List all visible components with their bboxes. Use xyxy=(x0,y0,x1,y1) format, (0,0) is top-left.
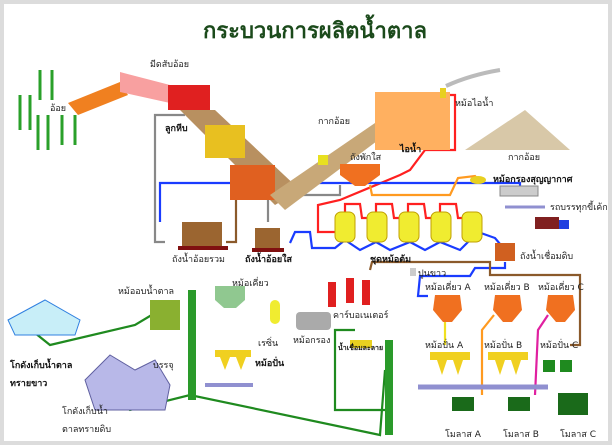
label-refined-pan: หม้อเคี่ยว xyxy=(232,276,269,289)
label-centrifuge-a: หม้อปั่น A xyxy=(425,338,464,351)
label-pan-b: หม้อเคี่ยว B xyxy=(484,280,530,293)
brown-syrup-pipe xyxy=(368,260,582,347)
label-resin: เรซิ่น xyxy=(258,336,278,349)
raw-syrup-tank-icon xyxy=(495,243,515,261)
label-white-warehouse-1: โกดังเก็บน้ำตาล xyxy=(9,358,72,371)
white-sugar-warehouse-icon xyxy=(7,299,81,336)
syrup-pipe xyxy=(416,262,507,298)
bagasse-pile-icon xyxy=(465,110,570,150)
vacuum-pan-icons xyxy=(433,295,575,322)
steam-pipe xyxy=(316,93,457,234)
label-steam: ไอน้ำ xyxy=(399,142,421,155)
molasses-pipe-c xyxy=(533,314,549,396)
label-bagasse-pile: กากอ้อย xyxy=(508,152,540,163)
label-white-warehouse-2: ทรายขาว xyxy=(10,379,47,389)
page-title: กระบวนการผลิตน้ำตาล xyxy=(203,14,427,44)
molasses-pipe-b xyxy=(480,314,495,395)
lime-tank xyxy=(410,268,416,276)
label-bagasse-conveyor: กากอ้อย xyxy=(318,116,350,127)
filter-pipe xyxy=(368,174,481,197)
boiler-icon xyxy=(375,92,450,150)
vacuum-filter-icon xyxy=(499,185,539,197)
label-cane: อ้อย xyxy=(50,103,66,114)
centrifuge-icons xyxy=(430,352,528,375)
label-filter: หม้อกรอง xyxy=(293,335,330,346)
dryer-icon xyxy=(150,300,180,330)
carbonator-icon xyxy=(328,278,370,307)
evaporator-set-icon xyxy=(334,211,483,243)
smoke xyxy=(445,68,501,88)
centrifuge-c-icon xyxy=(543,360,572,372)
label-raw-warehouse-2: ตาลทรายดิบ xyxy=(62,424,111,435)
label-carbonator: คาร์บอเนเตอร์ xyxy=(333,309,389,321)
label-filter-cake-truck: รถบรรทุกขี้เค้ก xyxy=(550,200,608,213)
label-molasses-c: โมลาส C xyxy=(560,429,596,440)
label-vacuum-filter: หม้อกรองสุญญากาศ xyxy=(493,174,573,185)
clear-juice-tank-icon xyxy=(255,228,280,248)
refined-pan-icon xyxy=(215,286,245,308)
filter-icon xyxy=(296,312,331,330)
elevator-2-icon xyxy=(385,340,393,435)
shredder-box xyxy=(120,72,170,103)
molasses-tank-icons xyxy=(452,393,588,415)
labels: มีดสับอ้อย อ้อย ลูกหีบ กากอ้อย หม้อไอน้ำ… xyxy=(9,59,608,440)
bagasse-conveyor xyxy=(270,123,385,210)
lime-doser xyxy=(318,155,328,165)
chimney xyxy=(440,88,446,98)
sugarcane-icon xyxy=(18,70,77,150)
label-packing: บรรจุ xyxy=(153,361,174,371)
label-pan-a: หม้อเคี่ยว A xyxy=(425,280,472,293)
label-clear-juice-tank: ถังน้ำอ้อยใส xyxy=(245,252,293,265)
mill-rollers-icon xyxy=(180,110,300,205)
truck-icon xyxy=(535,217,569,229)
label-lime: ปูนขาว xyxy=(418,269,446,279)
melt-syrup-tank-icon xyxy=(350,340,372,348)
mill-return-pipe xyxy=(153,113,185,244)
green-sugar-pipe-3 xyxy=(333,328,385,412)
label-refined-centrifuge: หม้อปั่น xyxy=(255,356,285,369)
label-molasses-a: โมลาส A xyxy=(445,429,482,440)
mixed-juice-tank-icon xyxy=(182,222,222,246)
label-boiler: หม้อไอน้ำ xyxy=(455,96,493,109)
elevator-icon xyxy=(188,290,196,400)
mill-hood xyxy=(168,85,210,110)
label-centrifuge-c: หม้อปั่น C xyxy=(540,338,578,351)
label-pan-c: หม้อเคี่ยว C xyxy=(538,280,584,293)
label-clarifier: ถังพักใส xyxy=(350,152,382,163)
label-mill: ลูกหีบ xyxy=(165,123,188,134)
label-dryer: หม้ออบน้ำตาล xyxy=(118,284,174,297)
label-raw-warehouse-1: โกดังเก็บน้ำ xyxy=(62,404,108,417)
cane-knife-icon xyxy=(68,82,128,115)
label-cane-knife: มีดสับอ้อย xyxy=(150,59,189,70)
label-melt-syrup: น้ำเชื่อมละลาย xyxy=(338,341,383,352)
label-centrifuge-b: หม้อปั่น B xyxy=(484,338,522,351)
label-evaporators: ชุดหม้อต้ม xyxy=(370,254,411,265)
refined-centrifuge-icon xyxy=(215,350,251,370)
raw-sugar-warehouse-icon xyxy=(84,354,171,411)
resin-icon xyxy=(270,300,280,324)
label-molasses-b: โมลาส B xyxy=(503,429,539,440)
clarifier-icon xyxy=(340,164,380,186)
label-raw-syrup-tank: ถังน้ำเชื่อมดิบ xyxy=(520,249,573,262)
label-mixed-juice-tank: ถังน้ำอ้อยรวม xyxy=(172,252,225,265)
